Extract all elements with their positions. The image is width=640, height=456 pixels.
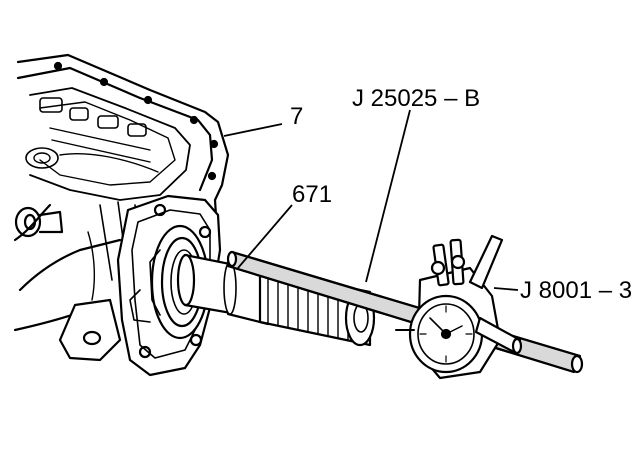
leader-lines bbox=[223, 109, 519, 291]
dial-indicator bbox=[395, 234, 523, 380]
leader-line-housing bbox=[223, 123, 283, 137]
leader-line-alignment-tool bbox=[365, 109, 411, 283]
leader-line-dial-indicator bbox=[493, 287, 519, 291]
transmission-case bbox=[13, 53, 230, 377]
callout-shaft: 671 bbox=[292, 181, 332, 208]
leader-line-shaft bbox=[237, 204, 293, 269]
callout-alignment-tool: J 25025 – B bbox=[352, 85, 480, 112]
callout-housing: 7 bbox=[290, 103, 303, 130]
callout-dial-indicator: J 8001 – 3 bbox=[520, 277, 632, 304]
